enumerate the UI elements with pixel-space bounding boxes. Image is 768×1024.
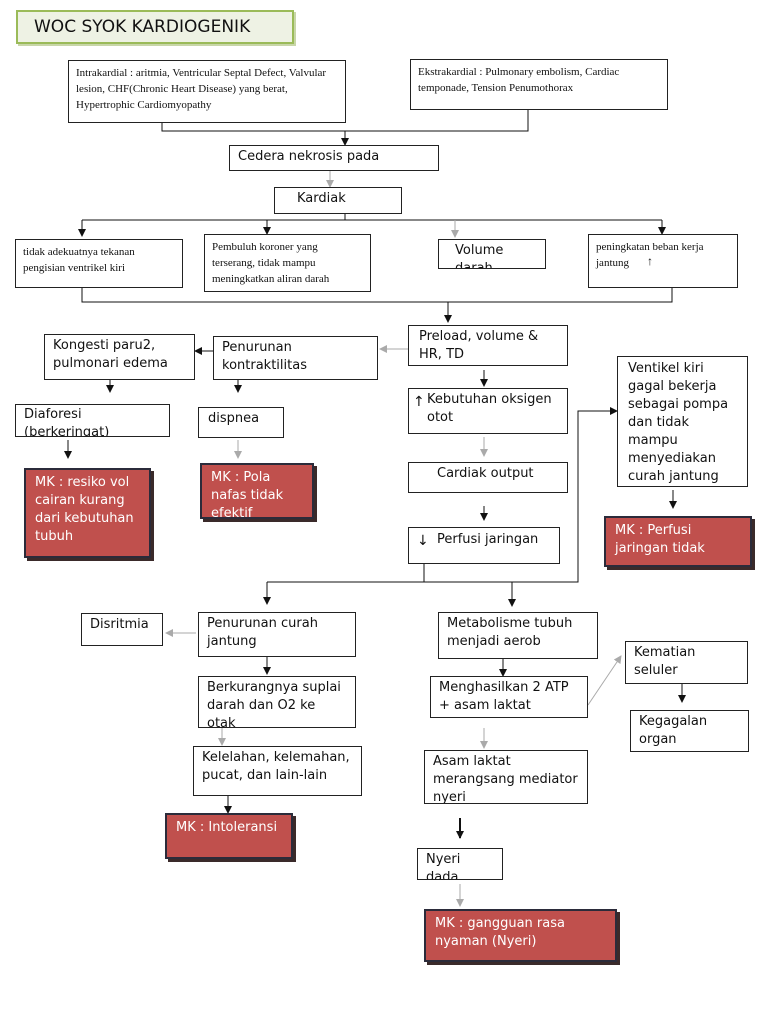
arrow-down-icon: ↓ — [417, 533, 429, 549]
node-penurunan-curah: Penurunan curah jantung — [198, 612, 356, 657]
node-kongesti: Kongesti paru2, pulmonari edema — [44, 334, 195, 380]
mk-nyeri: MK : gangguan rasa nyaman (Nyeri) — [424, 909, 617, 962]
kebutuhan-oksigen-label: Kebutuhan oksigen otot — [427, 392, 552, 425]
node-kegagalan-organ: Kegagalan organ — [630, 710, 749, 752]
node-diaforesi: Diaforesi (berkeringat) — [15, 404, 170, 437]
peningkatan-beban-label: peningkatan beban kerja jantung — [596, 241, 704, 269]
node-cedera-nekrosis: Cedera nekrosis pada — [229, 145, 439, 171]
node-penurunan-kontraktilitas: Penurunan kontraktilitas — [213, 336, 378, 380]
node-tidak-adekuat: tidak adekuatnya tekanan pengisian ventr… — [15, 239, 183, 288]
node-metabolisme: Metabolisme tubuh menjadi aerob — [438, 612, 598, 659]
node-preload: Preload, volume & HR, TD — [408, 325, 568, 366]
mk-perfusi-jaringan: MK : Perfusi jaringan tidak — [604, 516, 752, 567]
node-intrakardial: Intrakardial : aritmia, Ventricular Sept… — [68, 60, 346, 123]
node-kardiak: Kardiak — [274, 187, 402, 214]
node-peningkatan-beban: peningkatan beban kerja jantung ↑ — [588, 234, 738, 288]
node-kelelahan: Kelelahan, kelemahan, pucat, dan lain-la… — [193, 746, 362, 796]
node-pembuluh-koroner: Pembuluh koroner yang terserang, tidak m… — [204, 234, 371, 292]
node-asam-laktat: Asam laktat merangsang mediator nyeri — [424, 750, 588, 804]
node-ekstrakardial: Ekstrakardial : Pulmonary embolism, Card… — [410, 59, 668, 110]
node-kebutuhan-oksigen: ↑ Kebutuhan oksigen otot — [408, 388, 568, 434]
perfusi-jaringan-label: Perfusi jaringan — [437, 532, 539, 547]
mk-resiko-cairan: MK : resiko vol cairan kurang dari kebut… — [24, 468, 151, 558]
node-disritmia: Disritmia — [81, 613, 163, 646]
arrow-up-icon: ↑ — [413, 394, 425, 410]
node-ventrikel-kiri: Ventikel kiri gagal bekerja sebagai pomp… — [617, 356, 748, 487]
arrow-up-icon: ↑ — [647, 254, 653, 268]
node-berkurangnya: Berkurangnya suplai darah dan O2 ke otak — [198, 676, 356, 728]
diagram-title: WOC SYOK KARDIOGENIK — [16, 10, 294, 44]
mk-intoleransi: MK : Intoleransi — [165, 813, 293, 859]
node-menghasilkan: Menghasilkan 2 ATP + asam laktat — [430, 676, 588, 718]
node-kematian-seluler: Kematian seluler — [625, 641, 748, 684]
node-cardiak-output: Cardiak output — [408, 462, 568, 493]
mk-pola-nafas: MK : Pola nafas tidak efektif — [200, 463, 314, 519]
node-perfusi-jaringan: ↓ Perfusi jaringan — [408, 527, 560, 564]
node-nyeri: Nyeri dada — [417, 848, 503, 880]
node-volume: Volume darah — [438, 239, 546, 269]
node-dispnea: dispnea — [198, 407, 284, 438]
